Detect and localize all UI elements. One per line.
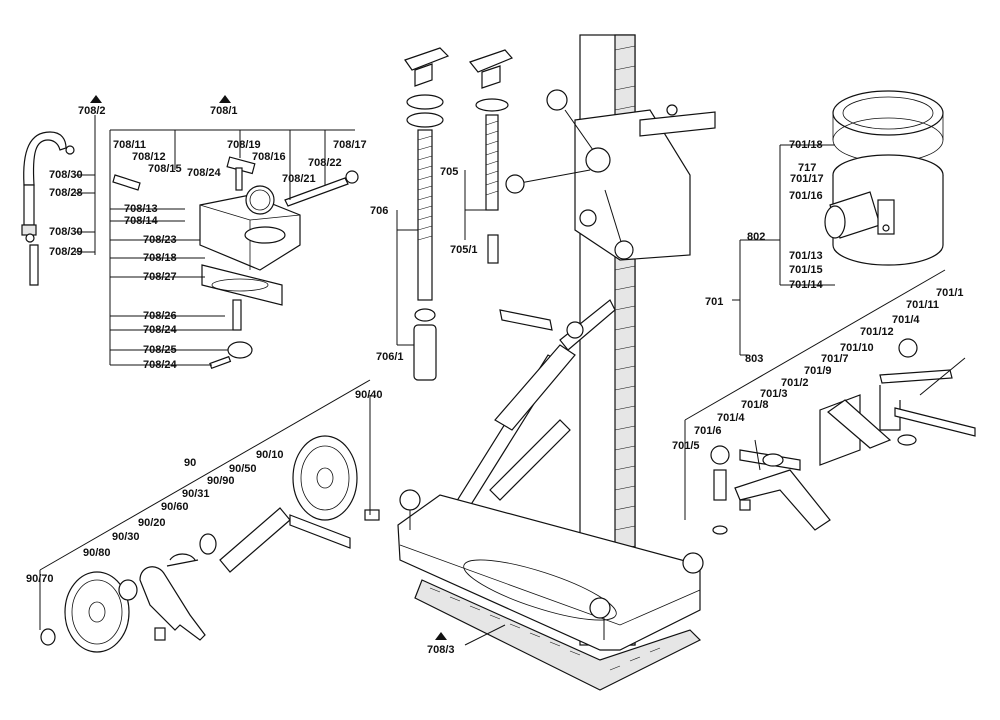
label-708-2: 708/2 <box>78 105 106 117</box>
label-708-26: 708/26 <box>143 310 177 322</box>
label-708-12: 708/12 <box>132 151 166 163</box>
label-717: 717 <box>798 162 816 174</box>
label-708-21: 708/21 <box>282 173 316 185</box>
label-708-28: 708/28 <box>49 187 83 199</box>
part-labels: 708/2 708/1 708/11 708/12 708/15 708/19 … <box>26 105 964 656</box>
label-701-13: 701/13 <box>789 250 823 262</box>
label-701-6: 701/6 <box>694 425 722 437</box>
label-90-10: 90/10 <box>256 449 284 461</box>
label-706-1: 706/1 <box>376 351 404 363</box>
label-708-24-middle: 708/24 <box>143 324 178 336</box>
label-708-3: 708/3 <box>427 644 455 656</box>
threaded-rod-706-drawing <box>404 47 450 381</box>
label-90-20: 90/20 <box>138 517 166 529</box>
hose-assembly-drawing <box>21 131 75 286</box>
label-701-1: 701/1 <box>936 287 964 299</box>
label-708-17: 708/17 <box>333 139 367 151</box>
leader-lines <box>39 95 946 646</box>
label-802: 802 <box>747 231 765 243</box>
label-701-5: 701/5 <box>672 440 700 452</box>
drill-stand-drawing <box>397 34 716 691</box>
label-90: 90 <box>184 457 196 469</box>
label-705-1: 705/1 <box>450 244 478 256</box>
vacuum-ring-drawing <box>824 90 944 266</box>
label-701: 701 <box>705 296 723 308</box>
label-701-4-top: 701/4 <box>892 314 920 326</box>
threaded-rod-705-drawing <box>468 49 514 264</box>
label-708-30-bottom: 708/30 <box>49 226 83 238</box>
label-708-13: 708/13 <box>124 203 158 215</box>
label-708-14: 708/14 <box>124 215 159 227</box>
label-701-9: 701/9 <box>804 365 832 377</box>
label-90-31: 90/31 <box>182 488 210 500</box>
label-708-24-top: 708/24 <box>187 167 222 179</box>
anchor-clamp-drawing <box>710 338 976 535</box>
label-701-4-bottom: 701/4 <box>717 412 745 424</box>
wheel-kit-drawing <box>40 435 380 653</box>
label-708-30-top: 708/30 <box>49 169 83 181</box>
label-701-12: 701/12 <box>860 326 894 338</box>
label-90-90: 90/90 <box>207 475 235 487</box>
label-90-70: 90/70 <box>26 573 54 585</box>
label-708-18: 708/18 <box>143 252 177 264</box>
label-701-16: 701/16 <box>789 190 823 202</box>
label-706: 706 <box>370 205 388 217</box>
label-90-40: 90/40 <box>355 389 383 401</box>
label-708-16: 708/16 <box>252 151 286 163</box>
label-701-8: 701/8 <box>741 399 769 411</box>
label-701-15: 701/15 <box>789 264 823 276</box>
label-708-19: 708/19 <box>227 139 261 151</box>
label-705: 705 <box>440 166 458 178</box>
label-90-80: 90/80 <box>83 547 111 559</box>
label-708-27: 708/27 <box>143 271 177 283</box>
label-701-11: 701/11 <box>906 299 939 311</box>
label-803: 803 <box>745 353 763 365</box>
label-701-3: 701/3 <box>760 388 788 400</box>
label-90-30: 90/30 <box>112 531 140 543</box>
label-701-7: 701/7 <box>821 353 849 365</box>
label-701-14: 701/14 <box>789 279 824 291</box>
label-708-25: 708/25 <box>143 344 177 356</box>
label-701-17: 701/17 <box>790 173 824 185</box>
label-90-50: 90/50 <box>229 463 257 475</box>
label-701-10: 701/10 <box>840 342 874 354</box>
label-701-18: 701/18 <box>789 139 823 151</box>
label-708-23: 708/23 <box>143 234 177 246</box>
pressure-unit-drawing <box>112 156 359 370</box>
label-708-29: 708/29 <box>49 246 83 258</box>
label-708-1: 708/1 <box>210 105 238 117</box>
label-708-22: 708/22 <box>308 157 342 169</box>
label-701-2: 701/2 <box>781 377 809 389</box>
label-708-11: 708/11 <box>113 139 146 151</box>
label-90-60: 90/60 <box>161 501 189 513</box>
label-708-15: 708/15 <box>148 163 182 175</box>
label-708-24-bottom: 708/24 <box>143 359 178 371</box>
